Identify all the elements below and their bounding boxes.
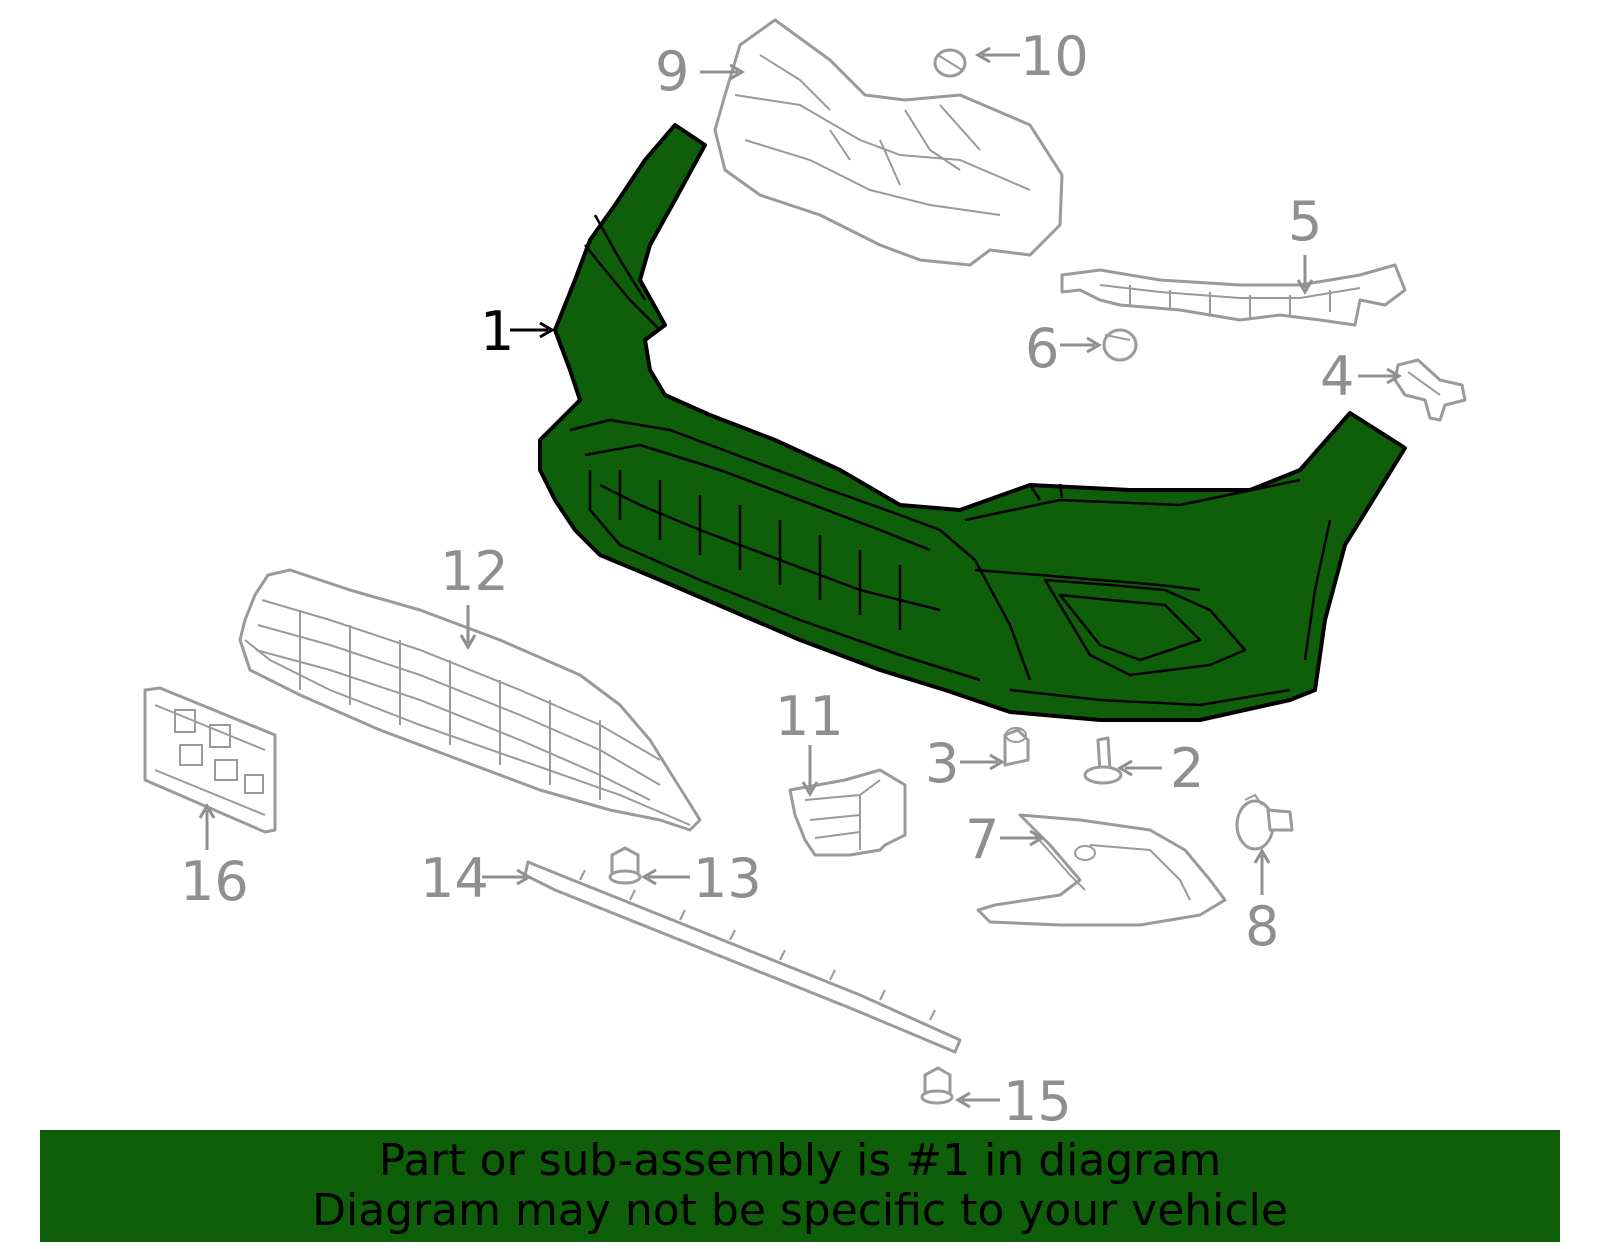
part-9-upper-bracket: [713, 18, 1064, 267]
callout-12: 12: [440, 540, 509, 603]
callout-4: 4: [1320, 345, 1354, 408]
callout-3: 3: [925, 732, 959, 795]
part-13-clip: [608, 846, 642, 885]
callout-15: 15: [1003, 1070, 1072, 1133]
callout-labels: 1 2 3 4 5 6 7 8 9 10 11 12 13 14 15 16: [180, 25, 1354, 1133]
callout-5: 5: [1288, 190, 1322, 253]
callout-16: 16: [180, 850, 249, 913]
part-12-lower-grille: [238, 568, 702, 832]
callout-13: 13: [693, 847, 762, 910]
part-6-clip: [1102, 328, 1138, 362]
part-7-fog-bezel: [976, 813, 1227, 927]
callout-7: 7: [965, 808, 999, 871]
part-5-beam: [1060, 263, 1407, 327]
banner-line-1: Part or sub-assembly is #1 in diagram: [378, 1135, 1222, 1186]
callout-9: 9: [655, 40, 689, 103]
part-14-lower-strip: [523, 860, 962, 1054]
part-16-license-bracket: [143, 686, 277, 834]
callout-11: 11: [775, 685, 844, 748]
part-10-clip: [933, 48, 967, 78]
part-1-bumper-cover: [538, 123, 1407, 722]
part-15-clip: [920, 1066, 954, 1105]
part-3-clip: [1003, 727, 1030, 767]
callout-14: 14: [420, 847, 489, 910]
callout-10: 10: [1020, 25, 1089, 88]
part-2-bolt: [1083, 736, 1123, 785]
part-8-cap: [1235, 793, 1294, 851]
part-11-bracket: [788, 768, 907, 857]
banner-line-2: Diagram may not be specific to your vehi…: [312, 1185, 1288, 1236]
callout-1: 1: [480, 300, 514, 363]
callout-8: 8: [1245, 895, 1279, 958]
callout-2: 2: [1170, 737, 1204, 800]
info-banner: Part or sub-assembly is #1 in diagram Di…: [40, 1130, 1560, 1242]
callout-leaders: [198, 46, 1402, 1109]
callout-6: 6: [1025, 317, 1059, 380]
part-4-bracket: [1393, 358, 1467, 422]
